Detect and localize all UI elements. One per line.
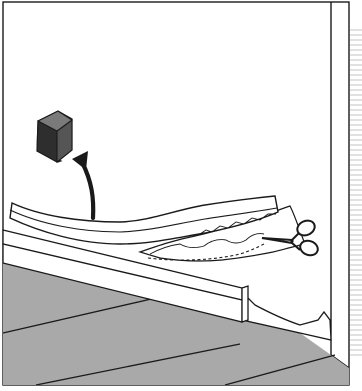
trim-end-face xyxy=(242,286,248,322)
sponge-icon xyxy=(37,111,72,162)
scissors-pivot xyxy=(290,239,293,242)
